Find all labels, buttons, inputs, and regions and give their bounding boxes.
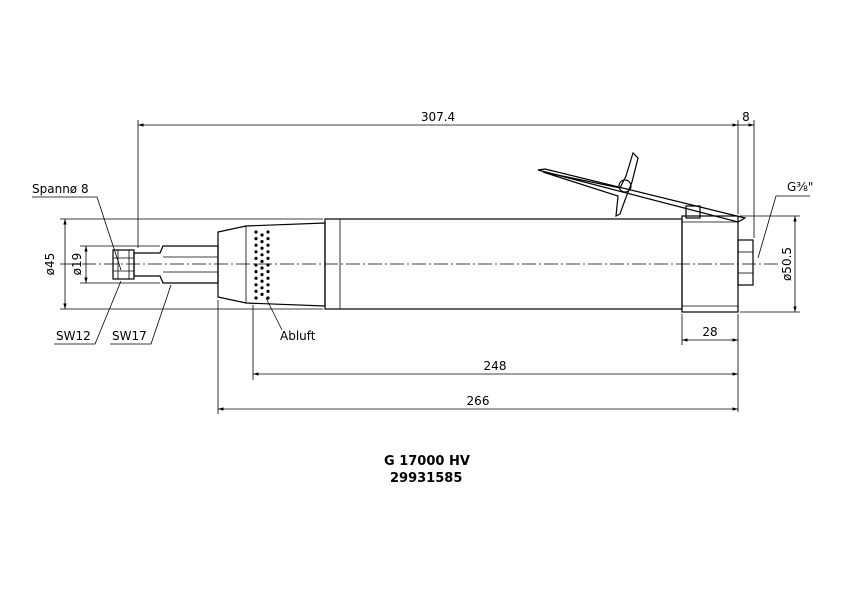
exhaust-holes xyxy=(254,230,270,300)
label-exhaust: Abluft xyxy=(280,329,316,343)
lever-pivot xyxy=(542,151,639,218)
exhaust-hole xyxy=(254,250,258,254)
exhaust-hole xyxy=(260,292,264,296)
exhaust-hole xyxy=(266,237,270,241)
grinder-outline xyxy=(112,151,754,313)
dim-overall-length: 307.4 xyxy=(421,110,455,124)
exhaust-hole xyxy=(254,270,258,274)
exhaust-hole xyxy=(260,286,264,290)
exhaust-hole xyxy=(266,283,270,287)
dim-diameter-rear: ø50.5 xyxy=(780,247,794,281)
exhaust-hole xyxy=(260,240,264,244)
exhaust-hole xyxy=(254,256,258,260)
exhaust-hole xyxy=(266,289,270,293)
part-number: 29931585 xyxy=(390,471,462,486)
dim-body-length: 266 xyxy=(467,394,490,408)
dim-exhaust-to-end: 248 xyxy=(484,359,507,373)
exhaust-hole xyxy=(266,230,270,234)
exhaust-hole xyxy=(254,230,258,234)
exhaust-hole xyxy=(254,296,258,300)
exhaust-hole xyxy=(260,233,264,237)
exhaust-hole xyxy=(260,259,264,263)
exhaust-hole xyxy=(266,276,270,280)
dim-diameter-body: ø45 xyxy=(43,253,57,276)
dim-rear-section: 28 xyxy=(702,325,717,339)
label-wrench-17: SW17 xyxy=(112,329,147,343)
exhaust-hole xyxy=(266,250,270,254)
label-wrench-12: SW12 xyxy=(56,329,91,343)
dim-end-cap: 8 xyxy=(742,110,750,124)
air-inlet-fitting xyxy=(737,239,754,286)
exhaust-hole xyxy=(254,237,258,241)
dim-diameter-collet: ø19 xyxy=(70,253,84,276)
exhaust-hole xyxy=(254,263,258,267)
exhaust-hole xyxy=(254,243,258,247)
exhaust-hole xyxy=(260,246,264,250)
exhaust-hole xyxy=(266,263,270,267)
exhaust-hole xyxy=(266,243,270,247)
model-name: G 17000 HV xyxy=(384,454,470,469)
lever-stop xyxy=(685,205,701,219)
nose-cone xyxy=(217,222,326,307)
exhaust-hole xyxy=(260,279,264,283)
exhaust-hole xyxy=(266,296,270,300)
exhaust-hole xyxy=(260,266,264,270)
label-air-inlet: G⅜" xyxy=(787,180,813,194)
exhaust-hole xyxy=(254,289,258,293)
exhaust-hole xyxy=(266,270,270,274)
exhaust-hole xyxy=(266,256,270,260)
safety-lever xyxy=(537,168,747,223)
label-collet: Spannø 8 xyxy=(32,182,89,196)
spindle xyxy=(133,245,219,284)
exhaust-hole xyxy=(254,276,258,280)
exhaust-hole xyxy=(260,253,264,257)
exhaust-hole xyxy=(254,283,258,287)
exhaust-hole xyxy=(260,273,264,277)
